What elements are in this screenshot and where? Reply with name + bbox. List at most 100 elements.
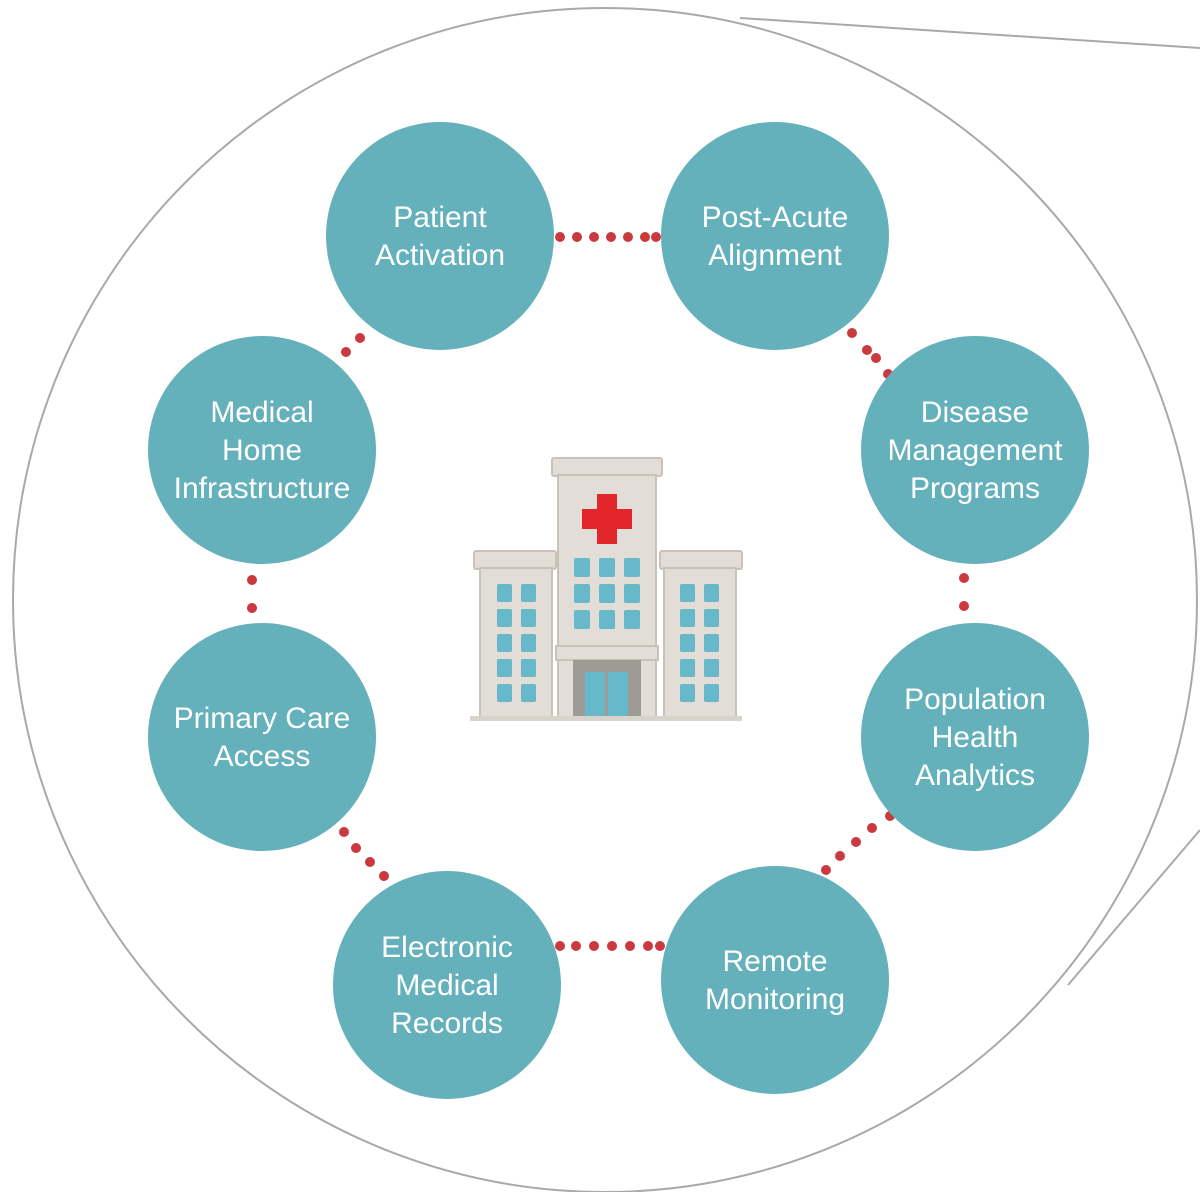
node-circle (326, 122, 554, 350)
window (704, 684, 719, 702)
window (497, 634, 512, 652)
window (521, 659, 536, 677)
window (521, 684, 536, 702)
connector-dot (379, 871, 389, 881)
connector-dot (589, 232, 599, 242)
node-circle (148, 623, 376, 851)
node-label-line: Post-Acute (702, 201, 849, 234)
connector-dot (365, 857, 375, 867)
node-label-line: Medical (210, 396, 313, 429)
connector-dot (351, 843, 361, 853)
hospital-door-icon (585, 672, 628, 719)
window (624, 610, 640, 629)
connector-dot (339, 827, 349, 837)
node-label-line: Programs (910, 472, 1040, 505)
connector-dot (640, 232, 650, 242)
node-label-line: Home (222, 434, 302, 467)
connector-dot (821, 865, 831, 875)
node-label-line: Health (932, 721, 1019, 754)
node-circle (861, 623, 1089, 851)
hospital-windows (497, 558, 719, 702)
connector-dot (835, 851, 845, 861)
node-circle (661, 122, 889, 350)
window (497, 609, 512, 627)
node-circle (333, 871, 561, 1099)
connector-dot (959, 573, 969, 583)
connector-dot (555, 941, 565, 951)
connector-dot (959, 601, 969, 611)
window (497, 659, 512, 677)
node-label-line: Alignment (708, 239, 842, 272)
dotted-connectors (247, 232, 969, 951)
connector-dot (623, 232, 633, 242)
window (624, 558, 640, 577)
connector-dot (651, 232, 661, 242)
connector-dot (571, 941, 581, 951)
connector-dot (862, 345, 872, 355)
node-label-line: Patient (393, 201, 487, 234)
node-label-line: Remote (722, 945, 827, 978)
window (521, 584, 536, 602)
connector-dot (606, 232, 616, 242)
callout-line-bottom (1067, 829, 1200, 986)
connector-dot (589, 941, 599, 951)
connector-dot (655, 941, 665, 951)
window (680, 609, 695, 627)
connector-dot (643, 941, 653, 951)
node-circle (861, 336, 1089, 564)
node-label-line: Activation (375, 239, 505, 272)
window (680, 684, 695, 702)
connector-dot (871, 353, 881, 363)
connector-dot (867, 823, 877, 833)
window (624, 584, 640, 603)
window (599, 558, 615, 577)
window (704, 634, 719, 652)
window (599, 584, 615, 603)
node-label-line: Disease (921, 396, 1029, 429)
window (521, 634, 536, 652)
connector-dot (555, 232, 565, 242)
node-circle (148, 336, 376, 564)
connector-dot (607, 941, 617, 951)
connector-dot (847, 328, 857, 338)
connector-dot (355, 333, 365, 343)
callout-line-top (739, 17, 1200, 49)
node-circle (661, 866, 889, 1094)
window (497, 584, 512, 602)
red-cross-icon (582, 494, 632, 544)
connector-dot (572, 232, 582, 242)
node-label-line: Monitoring (705, 983, 845, 1016)
window (704, 609, 719, 627)
window (680, 659, 695, 677)
node-label-line: Primary Care (174, 702, 351, 735)
node-label-line: Electronic (381, 931, 513, 964)
window (599, 610, 615, 629)
window (680, 584, 695, 602)
window (574, 558, 590, 577)
window (704, 584, 719, 602)
connector-dot (341, 347, 351, 357)
connector-dot (247, 603, 257, 613)
window (574, 610, 590, 629)
magnifier-outline (12, 7, 1200, 1192)
node-label-line: Population (904, 683, 1046, 716)
node-label-line: Analytics (915, 759, 1035, 792)
node-label-line: Records (391, 1007, 503, 1040)
window (497, 684, 512, 702)
magnifier-circle (12, 7, 1198, 1192)
connector-dot (851, 837, 861, 847)
window (521, 609, 536, 627)
window (574, 584, 590, 603)
window (704, 659, 719, 677)
node-label-line: Medical (395, 969, 498, 1002)
